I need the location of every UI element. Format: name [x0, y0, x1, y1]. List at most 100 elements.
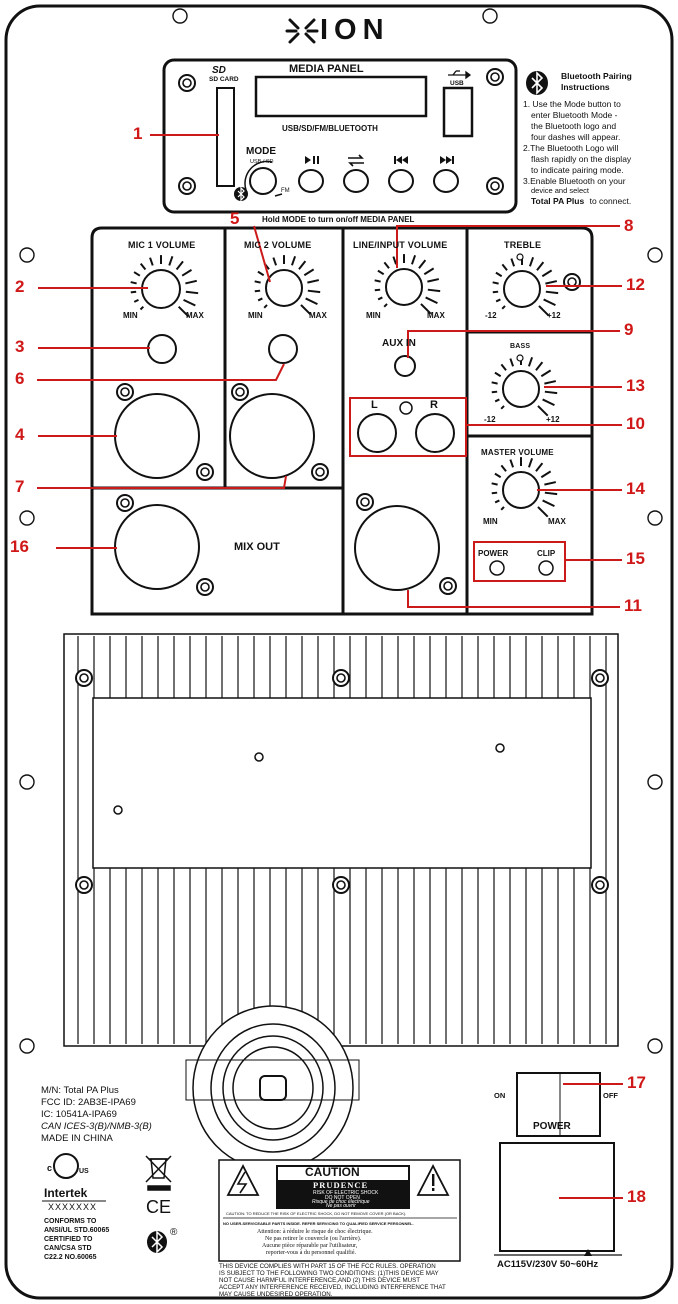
- ce-mark: CE: [146, 1197, 172, 1217]
- usb-sd-label: USB / SD: [250, 159, 274, 165]
- knob-tick: [427, 288, 441, 293]
- risk-line-1: RISK OF ELECTRIC SHOCK: [313, 1190, 379, 1196]
- mic2-min-label: MIN: [248, 311, 263, 320]
- mic1-volume-knob[interactable]: [130, 255, 199, 318]
- mic2-max-label: MAX: [309, 311, 327, 320]
- callout-13: 13: [626, 376, 645, 395]
- knob-tick: [425, 296, 438, 304]
- mic1-quarter-inch-jack[interactable]: [147, 334, 177, 364]
- treble-label: TREBLE: [504, 240, 542, 250]
- knob-tick: [491, 482, 498, 486]
- ion-logo-mark: [285, 18, 319, 44]
- usb-icon: [448, 70, 472, 80]
- pairing-line-10: Total PA Plus to connect.: [531, 196, 631, 206]
- line-volume-knob[interactable]: [374, 254, 441, 315]
- master-volume-knob-body: [502, 471, 540, 509]
- play-pause-button[interactable]: [298, 169, 324, 193]
- handle-recess: [192, 1005, 354, 1171]
- previous-track-button[interactable]: [388, 169, 414, 193]
- voltage-label: AC115V/230V 50~60Hz: [497, 1259, 599, 1270]
- knob-tick: [149, 257, 154, 266]
- pairing-line-9: device and select: [531, 186, 589, 195]
- knob-tick: [509, 358, 515, 367]
- mix-out-label: MIX OUT: [234, 541, 280, 553]
- aux-in-label: AUX IN: [382, 338, 416, 349]
- rca-left-jack[interactable]: [357, 413, 397, 453]
- treble-knob[interactable]: [492, 256, 559, 317]
- callout-3: 3: [15, 337, 25, 356]
- knob-tick: [175, 260, 184, 271]
- knob-tick: [290, 255, 297, 266]
- etl-c-label: c: [47, 1163, 53, 1173]
- knob-tick: [491, 381, 498, 385]
- knobs-group: [130, 254, 559, 518]
- mic2-quarter-inch-jack[interactable]: [268, 334, 298, 364]
- knob-tick: [185, 279, 198, 285]
- line-max-label: MAX: [427, 311, 445, 320]
- callout-12: 12: [626, 275, 645, 294]
- mic1-xlr-jack[interactable]: [114, 393, 200, 479]
- knob-tick: [392, 256, 398, 265]
- fcc-statement-4: ACCEPT ANY INTERFERENCE RECEIVED, INCLUD…: [219, 1284, 446, 1291]
- line-xlr-jack[interactable]: [354, 505, 440, 591]
- sd-card-slot[interactable]: [216, 87, 235, 187]
- knob-tick: [543, 298, 556, 306]
- knob-tick: [272, 257, 278, 266]
- knob-tick: [540, 470, 552, 479]
- mic2-volume-knob[interactable]: [254, 255, 321, 316]
- clip-led: [538, 560, 554, 576]
- callout-18: 18: [627, 1187, 646, 1206]
- caution-warning-fr-2: Ne pas retirer le couvercle (ou l'arrièr…: [265, 1236, 362, 1242]
- knob-tick: [527, 356, 534, 367]
- bass-knob-body: [502, 370, 540, 408]
- knob-tick: [492, 290, 499, 294]
- media-display: [254, 75, 428, 118]
- knob-tick: [168, 256, 174, 266]
- knob-tick: [303, 268, 315, 277]
- knob-tick: [500, 506, 505, 511]
- brand-logo: ION: [320, 14, 390, 46]
- knob-tick: [545, 290, 559, 295]
- mode-knob[interactable]: [249, 167, 277, 195]
- sd-card-label: SD CARD: [209, 76, 239, 83]
- knob-tick: [177, 305, 190, 318]
- knob-tick: [374, 279, 381, 283]
- rca-right-jack[interactable]: [415, 413, 455, 453]
- caution-subtitle: PRUDENCE: [313, 1180, 369, 1190]
- knob-tick: [510, 258, 516, 267]
- callout-5: 5: [230, 209, 240, 228]
- mount-hole: [172, 8, 188, 24]
- mix-out-xlr-jack[interactable]: [114, 504, 200, 590]
- line-min-label: MIN: [366, 311, 381, 320]
- mic2-volume-label: MIC 2 VOLUME: [244, 240, 312, 250]
- aux-in-jack[interactable]: [394, 355, 416, 377]
- power-led: [489, 560, 505, 576]
- usb-port[interactable]: [442, 86, 474, 138]
- knob-tick: [139, 262, 147, 271]
- knob-tick: [183, 298, 196, 307]
- knob-tick: [133, 298, 139, 303]
- callout-15: 15: [626, 549, 645, 568]
- knob-tick: [427, 278, 440, 283]
- knob-tick: [420, 303, 432, 315]
- mount-hole: [19, 247, 35, 263]
- mic2-xlr-jack[interactable]: [229, 393, 315, 479]
- next-track-button[interactable]: [433, 169, 459, 193]
- repeat-button[interactable]: [343, 169, 369, 193]
- knob-tick: [254, 289, 261, 293]
- pairing-line-3: the Bluetooth logo and: [531, 121, 617, 131]
- knob-tick: [383, 303, 388, 308]
- callout-9: 9: [624, 320, 634, 339]
- pairing-line-6: flash rapidly on the display: [531, 154, 632, 164]
- bass-knob[interactable]: [491, 356, 558, 417]
- risk-line-3: Risque de choc électrique: [312, 1199, 370, 1205]
- rca-right-label: R: [430, 399, 438, 411]
- line-volume-knob-body: [385, 268, 423, 306]
- mic1-min-label: MIN: [123, 311, 138, 320]
- knob-tick: [139, 305, 145, 311]
- caution-warning-fr-4: reporter-vous à du personnel qualifié.: [266, 1250, 357, 1256]
- caution-warning-en-2: NO USER-SERVICEABLE PARTS INSIDE. REFER …: [223, 1221, 414, 1226]
- master-volume-knob[interactable]: [491, 457, 558, 518]
- clip-led-label: CLIP: [537, 549, 556, 558]
- knob-tick: [254, 280, 261, 284]
